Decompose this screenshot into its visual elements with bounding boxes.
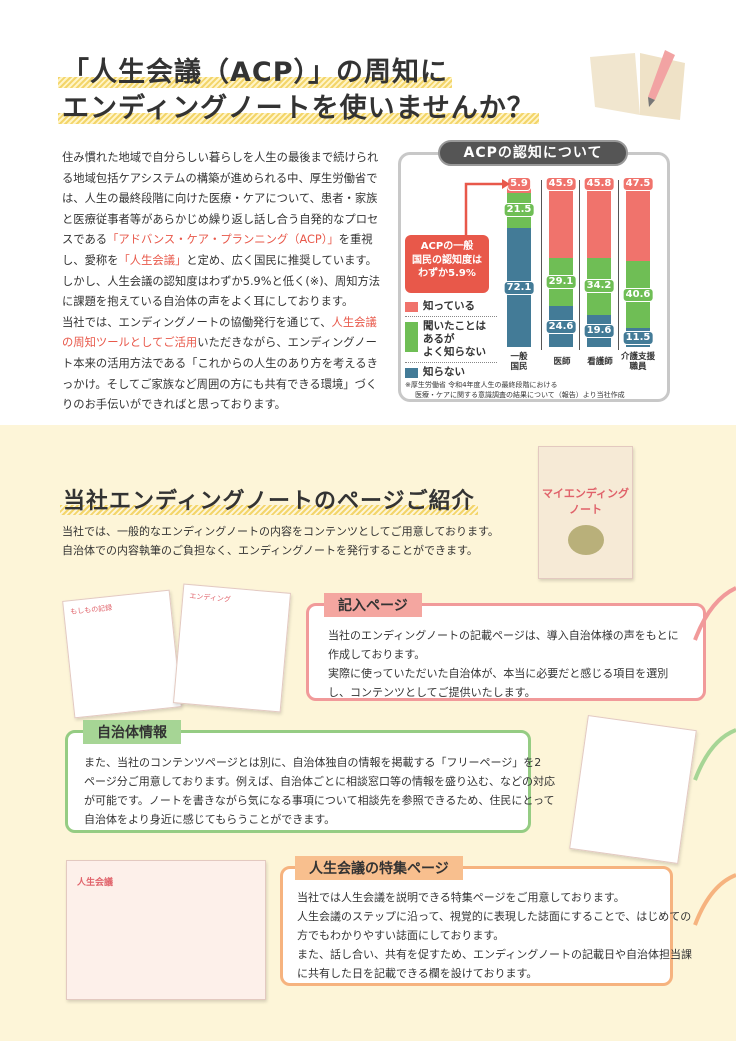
acp-feature-box (280, 866, 673, 986)
ending-page-thumbnail: エンディング (172, 583, 292, 713)
category-label: 看護師 (587, 357, 613, 367)
section-intro: 当社では、一般的なエンディングノートの内容をコンテンツとしてご用意しております。… (62, 525, 499, 557)
bar-segment: 21.5 (503, 192, 535, 229)
category-separator (579, 180, 580, 350)
page-title-line1: 「人生会議（ACP）」の周知に (58, 58, 452, 88)
tree-illustration (567, 525, 604, 555)
data-label: 47.5 (622, 176, 654, 191)
data-label: 45.8 (583, 176, 615, 191)
category-label: 介護支援職員 (620, 352, 655, 372)
data-label: 11.5 (622, 330, 654, 345)
ending-note-cover-image: マイエンディング ノート (538, 446, 633, 579)
callout-arrow (464, 179, 510, 236)
data-label: 40.6 (622, 287, 654, 302)
page-title-line2: エンディングノートを使いませんか？ (58, 94, 539, 124)
data-label: 5.9 (507, 176, 531, 191)
data-label: 19.6 (583, 323, 615, 338)
municipality-info-text: また、当社のコンテンツページとは別に、自治体独自の情報を掲載する「フリーページ」… (84, 756, 556, 826)
entry-page-text: 当社のエンディングノートの記載ページは、導入自治体様の声をもとに作成しております… (328, 629, 679, 699)
legend-unknown: 知らない (405, 366, 497, 379)
entry-page-box (306, 603, 706, 701)
municipality-info-box (65, 730, 531, 833)
bar-segment: 11.5 (622, 328, 654, 347)
section-title: 当社エンディングノートのページご紹介 (60, 483, 478, 515)
record-page-thumbnail: もしもの記録 (62, 589, 182, 719)
bar-segment: 45.8 (583, 176, 615, 259)
chart-source-note: ※厚生労働省 令和4年度人生の最終段階における医療・ケアに関する意識調査の結果に… (405, 381, 625, 399)
data-label: 45.9 (545, 176, 577, 191)
legend-divider (405, 316, 497, 317)
legend-heard: 聞いたことはあるがよく知らない (405, 320, 497, 359)
acp-feature-tag: 人生会議の特集ページ (295, 856, 463, 880)
notebook-pencil-icon (590, 50, 685, 120)
bar-segment: 5.9 (507, 176, 531, 193)
data-label: 34.2 (583, 279, 615, 294)
municipality-info-tag: 自治体情報 (83, 720, 181, 744)
legend-swatch (405, 368, 418, 378)
data-label: 21.5 (503, 203, 535, 218)
bar-segment: 40.6 (622, 261, 654, 329)
category-separator (541, 180, 542, 350)
bar-segment: 72.1 (503, 228, 535, 347)
bar-segment: 47.5 (622, 176, 654, 262)
bar-segment: 45.9 (545, 176, 577, 259)
free-page-thumbnail (569, 715, 697, 864)
bar-segment: 19.6 (583, 314, 615, 347)
data-label: 29.1 (545, 275, 577, 290)
bar-segment: 34.2 (583, 258, 615, 315)
legend-swatch (405, 322, 418, 352)
acp-feature-text: 当社では人生会議を説明できる特集ページをご用意しております。人生会議のステップに… (297, 891, 693, 980)
data-label: 24.6 (545, 319, 577, 334)
chart-callout: ACPの一般国民の認知度はわずか5.9% (405, 235, 489, 293)
category-label: 一般国民 (510, 352, 528, 372)
category-separator (618, 180, 619, 350)
legend-divider (405, 362, 497, 363)
decorative-arcs (693, 586, 736, 926)
chart-title: ACPの認知について (438, 140, 628, 166)
acp-feature-thumbnail: 人生会議 (66, 860, 266, 1000)
legend-swatch (405, 302, 418, 312)
entry-page-tag: 記入ページ (324, 593, 422, 617)
data-label: 72.1 (503, 280, 535, 295)
category-label: 医師 (553, 357, 571, 367)
legend-known: 知っている (405, 300, 497, 313)
intro-text: 住み慣れた地域で自分らしい暮らしを人生の最後まで続けられる地域包括ケアシステムの… (62, 151, 381, 412)
bar-segment: 24.6 (545, 306, 577, 347)
bar-segment: 29.1 (545, 258, 577, 307)
